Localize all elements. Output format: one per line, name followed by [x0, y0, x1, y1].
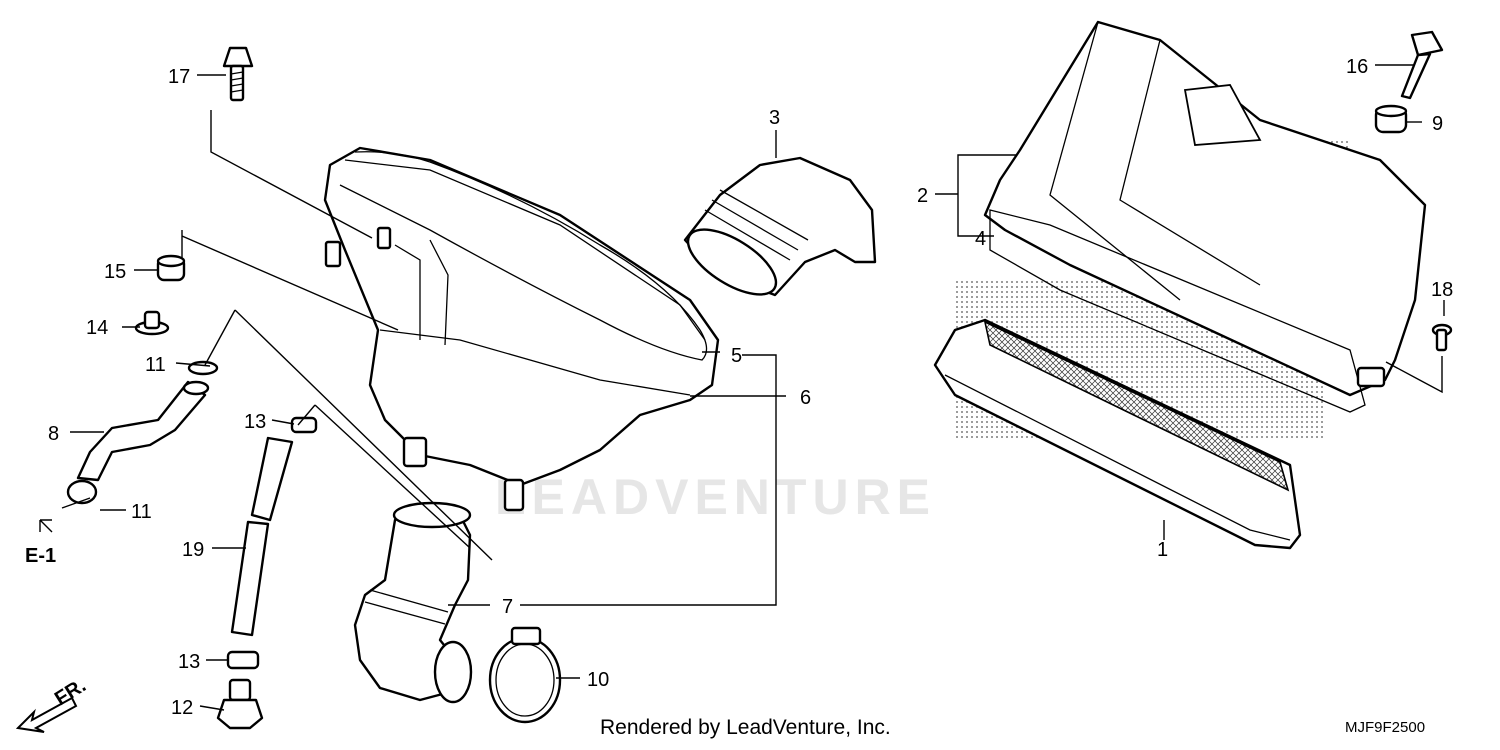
intake-funnel [353, 501, 473, 704]
hose-8 [66, 360, 219, 505]
leader-lines [61, 64, 1445, 711]
plug-12 [216, 678, 264, 730]
callout-12: 12 [171, 697, 193, 719]
callout-13-upper: 13 [244, 411, 266, 433]
front-label: FR. [51, 675, 90, 711]
watermark: LEADVENTURE [495, 469, 937, 525]
diagram-code: MJF9F2500 [1345, 719, 1426, 736]
tube-19 [230, 436, 294, 637]
bolt-14 [134, 310, 170, 336]
callout-labels: 1 2 3 4 5 6 7 8 9 10 11 11 12 13 13 14 1… [25, 56, 1453, 719]
clip-13-lower [226, 650, 260, 670]
callout-7: 7 [502, 596, 513, 618]
intake-duct [683, 156, 877, 297]
screw-18 [1431, 323, 1453, 352]
air-cleaner-housing [323, 146, 720, 512]
callout-15: 15 [104, 261, 126, 283]
front-arrow-icon [15, 696, 78, 733]
reference-arrow-icon [39, 519, 53, 533]
callout-17: 17 [168, 66, 190, 88]
callout-6: 6 [800, 387, 811, 409]
callout-13-lower: 13 [178, 651, 200, 673]
air-cleaner-cover [983, 20, 1427, 413]
callout-16: 16 [1346, 56, 1368, 78]
rubber-9 [1374, 104, 1408, 134]
callout-9: 9 [1432, 113, 1443, 135]
callout-10: 10 [587, 669, 609, 691]
reference-label: E-1 [25, 545, 56, 567]
callout-19: 19 [182, 539, 204, 561]
rubber-15 [156, 254, 186, 282]
credit-text: Rendered by LeadVenture, Inc. [600, 716, 891, 739]
bolt-17 [222, 46, 254, 102]
callout-3: 3 [769, 107, 780, 129]
callout-1: 1 [1157, 539, 1168, 561]
callout-8: 8 [48, 423, 59, 445]
bolt-16 [1400, 30, 1444, 100]
callout-5: 5 [731, 345, 742, 367]
callout-18: 18 [1431, 279, 1453, 301]
hose-band [488, 626, 562, 724]
callout-2: 2 [917, 185, 928, 207]
callout-11-lower: 11 [131, 501, 152, 523]
callout-14: 14 [86, 317, 108, 339]
callout-11-upper: 11 [145, 354, 166, 376]
callout-4: 4 [975, 228, 986, 250]
clip-13-upper [290, 416, 318, 434]
